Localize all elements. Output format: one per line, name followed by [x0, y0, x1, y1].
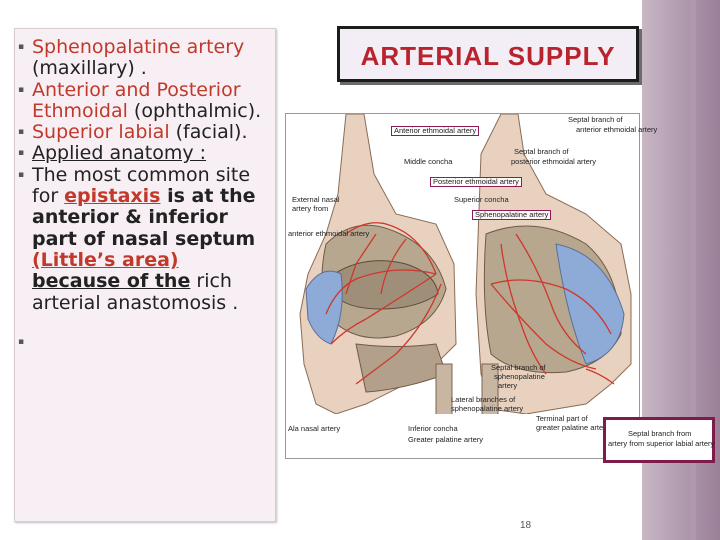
label-septal-spheno-3: artery: [498, 381, 518, 390]
label-external-nasal-3: anterior ethmoidal artery: [288, 229, 370, 238]
keyword-littles-area: (Little’s area): [32, 248, 179, 271]
bullet-text: (ophthalmic).: [127, 99, 262, 122]
label-septal-branch-anterior-1: Septal branch of: [568, 115, 623, 124]
bullet-text: (maxillary) .: [32, 57, 147, 80]
bullet-marker: ▪: [18, 148, 25, 159]
label-septal-spheno-2: sphenopalatine: [494, 372, 545, 381]
slide-title: ARTERIAL SUPPLY: [360, 41, 616, 71]
bullet-text: Applied anatomy :: [32, 142, 207, 165]
label-septal-spheno-1: Septal branch of: [491, 363, 546, 372]
bullet-marker: ▪: [18, 336, 25, 347]
label-terminal-part-1: Terminal part of: [536, 414, 588, 423]
label-middle-concha: Middle concha: [404, 157, 453, 166]
bullet-text: Anterior and Posterior Ethmoidal: [32, 78, 241, 122]
bullet-text: Superior labial: [32, 121, 170, 144]
bullet-item-empty: ▪: [15, 332, 273, 353]
keyword-epistaxis: epistaxis: [64, 185, 161, 208]
label-septal-branch-anterior-2: anterior ethmoidal artery: [576, 125, 658, 134]
bullet-text: Sphenopalatine: [32, 36, 181, 58]
label-inferior-concha: Inferior concha: [408, 424, 458, 433]
bullet-item-ethmoidal: ▪ Anterior and Posterior Ethmoidal (opht…: [15, 78, 273, 123]
bullet-item-applied-anatomy: ▪ Applied anatomy :: [15, 143, 273, 164]
bullet-text: artery: [186, 36, 245, 58]
bullet-item-epistaxis: ▪ The most common site for epistaxis is …: [15, 163, 273, 314]
bullet-marker: ▪: [18, 169, 25, 180]
septal-branch-callout: Septal branch from artery from superior …: [603, 417, 715, 463]
bullet-text: is at the anterior & inferior part of na…: [32, 185, 256, 250]
decorative-side-stripe-line: [690, 0, 696, 540]
label-external-nasal-1: External nasal: [292, 195, 340, 204]
bullet-marker: ▪: [18, 127, 25, 138]
label-septal-branch-posterior-1: Septal branch of: [514, 147, 569, 156]
bullet-marker: ▪: [18, 42, 25, 52]
label-septal-superior-labial-1: Septal branch from: [628, 429, 692, 438]
label-terminal-part-2: greater palatine artery: [536, 423, 610, 432]
bullet-item-superior-labial: ▪ Superior labial (facial).: [15, 122, 273, 143]
bullet-text: (facial).: [169, 121, 248, 144]
nasal-anatomy-illustration: [286, 114, 639, 458]
nasal-arterial-supply-figure: Anterior ethmoidal artery Septal branch …: [285, 113, 657, 459]
label-lateral-branches-1: Lateral branches of: [451, 395, 516, 404]
bullet-text: rich arterial anastomosis .: [32, 270, 239, 314]
label-anterior-ethmoidal-artery: Anterior ethmoidal artery: [391, 126, 480, 136]
bullet-text: because of the: [32, 270, 191, 293]
bullet-panel: ▪ Sphenopalatine artery (maxillary) . ▪ …: [14, 28, 276, 522]
label-ala-nasal-artery: Ala nasal artery: [288, 424, 341, 433]
label-greater-palatine-artery: Greater palatine artery: [408, 435, 484, 444]
bullet-marker: ▪: [18, 84, 25, 95]
bullet-text: The most common site for: [32, 163, 251, 208]
page-number: 18: [520, 520, 532, 531]
label-sphenopalatine-artery: Sphenopalatine artery: [472, 210, 552, 220]
label-septal-branch-posterior-2: posterior ethmoidal artery: [511, 157, 597, 166]
bullet-item-sphenopalatine: ▪ Sphenopalatine artery (maxillary) .: [15, 36, 273, 80]
label-septal-superior-labial-2: artery from superior labial artery: [608, 439, 715, 448]
label-lateral-branches-2: sphenopalatine artery: [451, 404, 524, 413]
slide-title-box: ARTERIAL SUPPLY: [337, 26, 639, 82]
label-superior-concha: Superior concha: [454, 195, 509, 204]
label-posterior-ethmoidal-artery: Posterior ethmoidal artery: [430, 177, 522, 187]
bullet-list: ▪ Sphenopalatine artery (maxillary) . ▪ …: [15, 36, 273, 353]
label-external-nasal-2: artery from: [292, 204, 329, 213]
